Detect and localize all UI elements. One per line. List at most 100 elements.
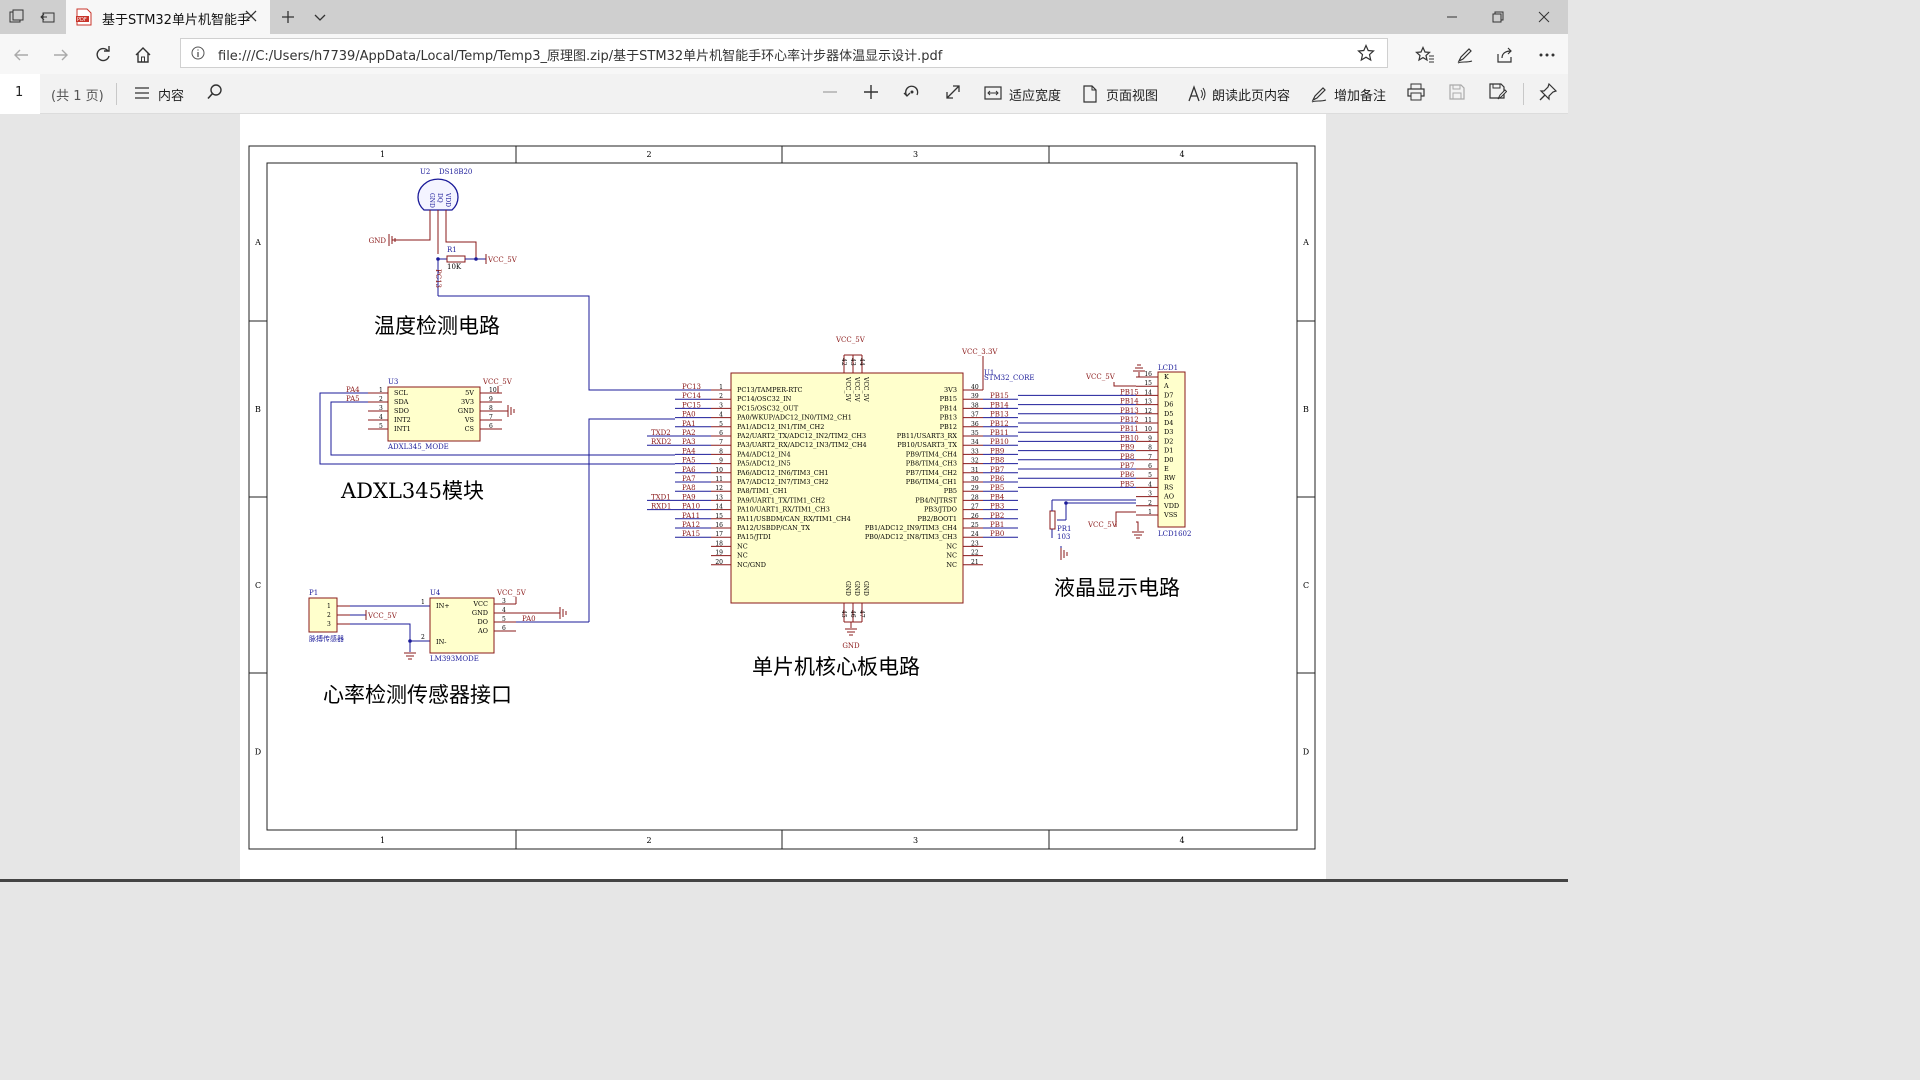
close-window-icon[interactable]: [1522, 0, 1566, 34]
u1-net-label: PA0: [682, 411, 696, 419]
u1-pin-number: 15: [715, 513, 723, 520]
page-number-input[interactable]: 1: [0, 74, 40, 114]
wire: [350, 623, 430, 642]
save-as-button[interactable]: [1482, 78, 1514, 110]
p1-label: 脉搏传感器: [309, 634, 344, 643]
border-row-label: B: [255, 405, 261, 414]
u1-net-label: PA12: [682, 521, 700, 529]
u1-pin-name: PB9/TIM4_CH4: [906, 450, 957, 458]
u1-net-label: PA4: [682, 447, 696, 455]
p1-body: [308, 597, 338, 633]
restore-icon[interactable]: [1476, 0, 1520, 34]
u1-pin-number: 21: [971, 559, 979, 566]
lcd-pin-name: D5: [1164, 410, 1173, 418]
full-screen-button[interactable]: [937, 78, 969, 110]
read-aloud-button[interactable]: 朗读此页内容: [1184, 78, 1292, 110]
new-tab-icon[interactable]: [272, 0, 304, 34]
u1-ext-net-label: TXD1: [651, 493, 671, 501]
toolbar-divider: [1523, 83, 1524, 105]
u1-pin-name: PB2/BOOT1: [917, 515, 957, 523]
u1-pin-number: 28: [971, 494, 979, 501]
site-info-icon[interactable]: [191, 46, 205, 60]
u3-pin-name: CS: [465, 425, 474, 433]
u2-gnd-label: GND: [369, 237, 387, 245]
tab-title: 基于STM32单片机智能手: [102, 13, 250, 28]
border-row-label: D: [1303, 748, 1309, 757]
u1-pin-number: 39: [971, 393, 979, 400]
more-options-icon[interactable]: [1530, 38, 1564, 72]
u3-pin-name: 3V3: [461, 398, 474, 406]
web-note-icon[interactable]: [1448, 38, 1482, 72]
border-column-label: 2: [646, 150, 651, 159]
contents-button[interactable]: 内容: [130, 78, 188, 110]
u1-net-label: PA3: [682, 438, 696, 446]
u1-pin-name: PA2/UART2_TX/ADC12_IN2/TIM2_CH3: [737, 432, 866, 440]
u1-pin-name: PB1/ADC12_IN9/TIM3_CH4: [865, 524, 957, 532]
lcd-body: [1157, 371, 1186, 528]
forward-icon[interactable]: [44, 38, 78, 72]
u4-pin-name: IN+: [436, 602, 450, 610]
save-button[interactable]: [1441, 78, 1473, 110]
pdf-file-icon: PDF: [76, 8, 92, 26]
lcd-pin-number: 11: [1144, 417, 1152, 424]
u1-pin-name: VCC_5V: [862, 376, 869, 402]
u3-pin-number: 1: [379, 387, 383, 394]
tab-actions-icon[interactable]: [0, 0, 32, 34]
u1-pin-name: NC: [946, 552, 957, 560]
lcd-net-label: PB5: [1120, 480, 1134, 488]
u1-pin-name: GND: [853, 581, 860, 596]
favorite-star-icon[interactable]: [1357, 44, 1375, 62]
u1-pin-name: NC: [737, 552, 748, 560]
zoom-in-button[interactable]: [855, 78, 887, 110]
read-aloud-icon: [1188, 85, 1208, 103]
u4-pin-number: 3: [502, 598, 506, 605]
u1-pin-number: 32: [971, 458, 979, 465]
lcd-pin-number: 7: [1148, 454, 1152, 461]
share-icon[interactable]: [1488, 38, 1522, 72]
home-icon[interactable]: [126, 38, 160, 72]
back-icon[interactable]: [4, 38, 38, 72]
pin-toolbar-button[interactable]: [1532, 78, 1564, 110]
lcd-net-label: PB11: [1120, 425, 1139, 433]
page-view-button[interactable]: 页面视图: [1078, 78, 1162, 110]
u2-ref: U2: [420, 168, 430, 176]
address-field[interactable]: file:///C:/Users/h7739/AppData/Local/Tem…: [180, 38, 1388, 68]
border-column-label: 4: [1179, 150, 1184, 159]
page-view-icon: [1082, 85, 1098, 103]
tab-active[interactable]: PDF 基于STM32单片机智能手: [66, 0, 270, 34]
u1-pin-number: 36: [971, 421, 979, 428]
u1-pin-name: PA10/UART1_RX/TIM1_CH3: [737, 506, 830, 514]
u1-net-label: PA11: [682, 512, 700, 520]
u4-pin-name: GND: [472, 609, 488, 617]
close-tab-icon[interactable]: [244, 9, 258, 23]
find-button[interactable]: [200, 78, 230, 110]
u1-net-label: PB15: [990, 392, 1009, 400]
print-button[interactable]: [1400, 78, 1432, 110]
u4-pin-name: VCC: [472, 600, 488, 608]
fit-width-button[interactable]: 适应宽度: [980, 78, 1064, 110]
vdd-wire: [1115, 511, 1136, 527]
minimize-icon[interactable]: [1430, 0, 1474, 34]
favorites-hub-icon[interactable]: [1408, 38, 1442, 72]
u1-net-label: PB1: [990, 521, 1004, 529]
u1-pin-number: 7: [719, 439, 723, 446]
lcd-pin-name: D3: [1164, 428, 1173, 436]
u1-pin-name: PA3/UART2_RX/ADC12_IN3/TIM2_CH4: [737, 441, 867, 449]
tab-list-chevron-icon[interactable]: [304, 0, 336, 34]
toolbar-divider: [116, 83, 117, 105]
lcd-pin-number: 14: [1144, 389, 1152, 396]
u1-vcc33-label: VCC_3.3V: [961, 348, 998, 356]
lcd-ref: LCD1: [1158, 364, 1178, 372]
r1-value: 10K: [447, 263, 462, 271]
add-notes-button[interactable]: 增加备注: [1306, 78, 1392, 110]
border-row-label: A: [254, 238, 261, 247]
set-tabs-aside-icon[interactable]: [32, 0, 64, 34]
u1-pin-name: PA0/WKUP/ADC12_IN0/TIM2_CH1: [737, 414, 852, 422]
zoom-out-button[interactable]: [814, 78, 846, 110]
rotate-icon: [903, 83, 921, 105]
lcd-net-label: PB14: [1120, 398, 1139, 406]
refresh-icon[interactable]: [86, 38, 120, 72]
rotate-button[interactable]: [896, 78, 928, 110]
u1-pin-name: GND: [844, 581, 851, 596]
u1-pin-name: PB7/TIM4_CH2: [906, 469, 957, 477]
